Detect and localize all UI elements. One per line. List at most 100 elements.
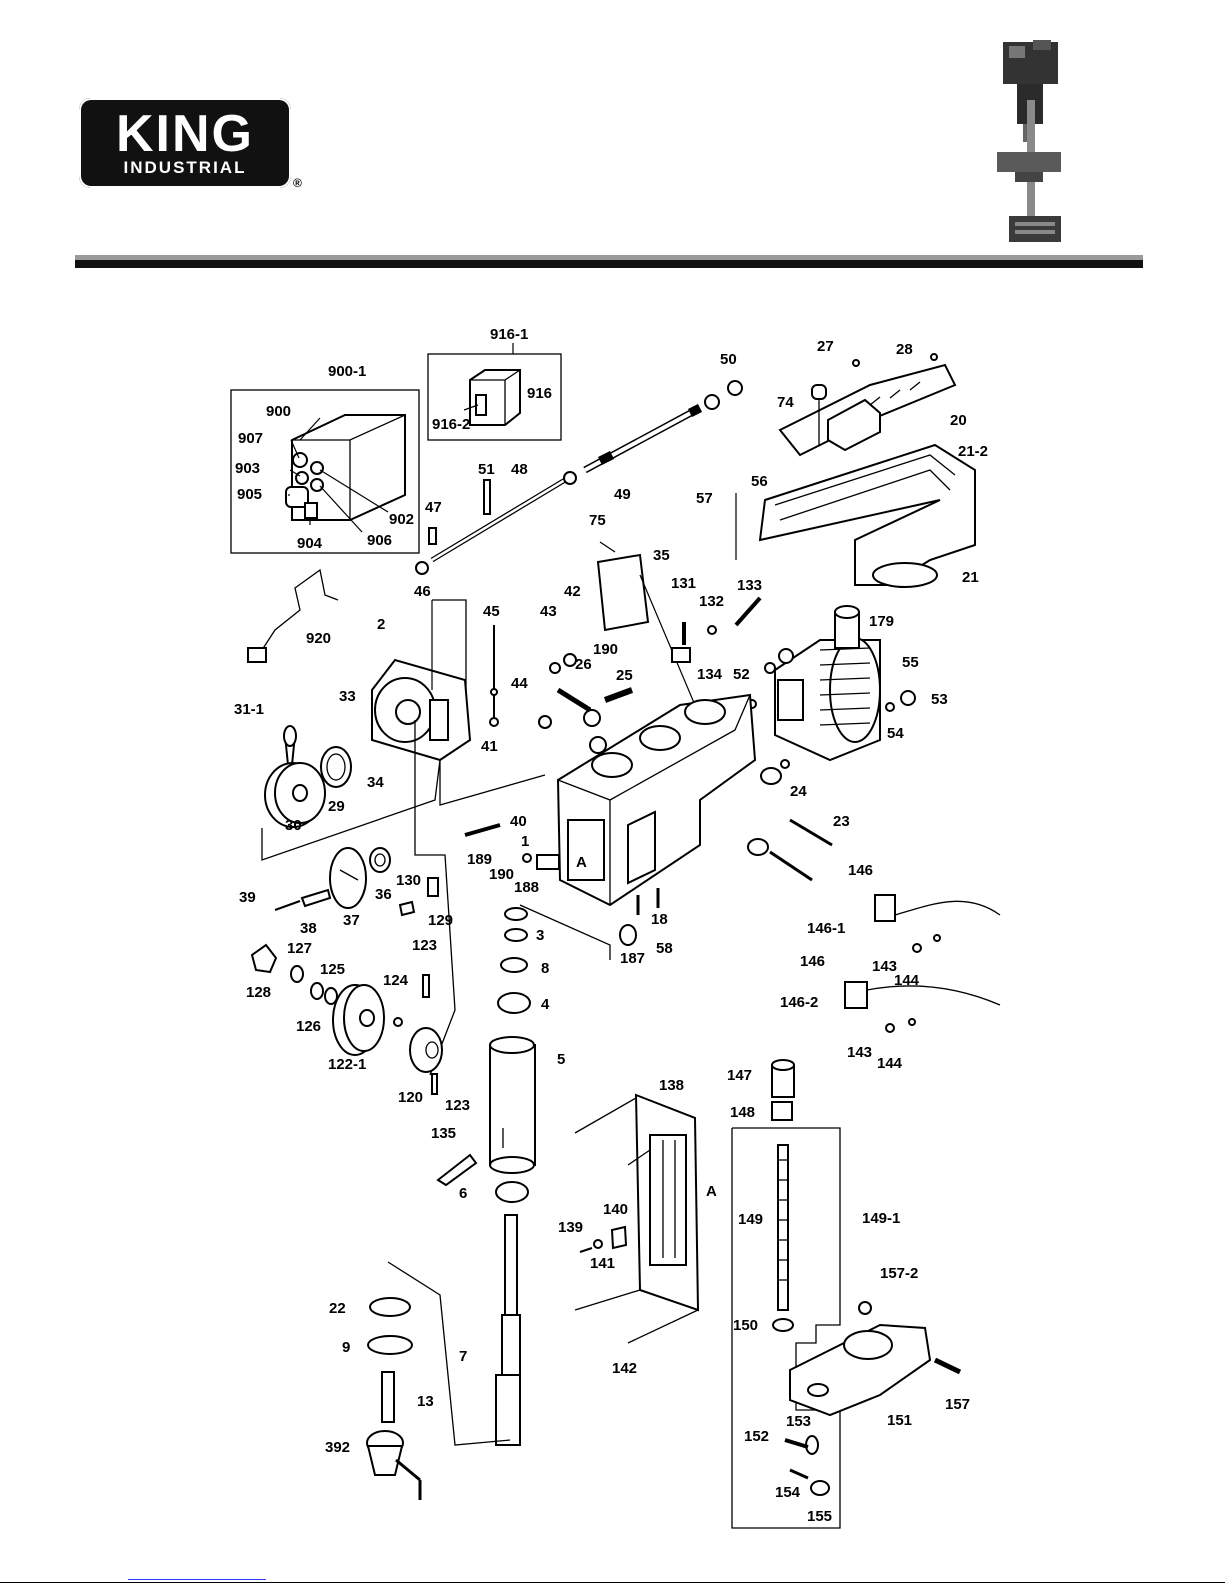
callout-133: 133: [737, 577, 762, 594]
callout-907: 907: [238, 430, 263, 447]
callout-122-1: 122-1: [328, 1056, 366, 1073]
switch-box-900: [285, 414, 406, 521]
callout-37: 37: [343, 912, 360, 929]
callout-146-upper: 146: [848, 862, 873, 879]
callout-48: 48: [511, 461, 528, 478]
callout-23: 23: [833, 813, 850, 830]
callout-a-scale: A: [706, 1183, 717, 1200]
callout-43: 43: [540, 603, 557, 620]
main-body-casting-1: [556, 693, 757, 907]
callout-143-upper: 143: [872, 958, 897, 975]
callout-a-body: A: [576, 854, 587, 871]
spindle-shaft-49: [583, 403, 703, 474]
quill-5: [489, 1036, 536, 1174]
motor-55: [774, 605, 881, 762]
elevation-inset-frame: [731, 1127, 841, 1529]
callout-3: 3: [536, 927, 544, 944]
king-industrial-logo: KING INDUSTRIAL: [79, 98, 291, 188]
callout-44: 44: [511, 675, 528, 692]
callout-29: 29: [328, 798, 345, 815]
callout-124: 124: [383, 972, 409, 989]
callout-139: 139: [558, 1219, 583, 1236]
rod-48: [430, 471, 577, 563]
callout-392: 392: [325, 1439, 350, 1456]
callout-126: 126: [296, 1018, 321, 1035]
callout-58: 58: [656, 940, 673, 957]
callout-190-upper: 190: [593, 641, 618, 658]
callout-188: 188: [514, 879, 539, 896]
callout-147: 147: [727, 1067, 752, 1084]
callout-903: 903: [235, 460, 260, 477]
callout-39: 39: [239, 889, 256, 906]
callout-46: 46: [414, 583, 431, 600]
callout-905: 905: [237, 486, 262, 503]
callout-9: 9: [342, 1339, 350, 1356]
depth-scale-138: [634, 1093, 700, 1312]
callout-74: 74: [777, 394, 794, 411]
callout-25: 25: [616, 667, 633, 684]
belt-guard-21: [758, 443, 976, 588]
callout-149: 149: [738, 1211, 763, 1228]
callout-51: 51: [478, 461, 495, 478]
callout-120: 120: [398, 1089, 423, 1106]
callout-52: 52: [733, 666, 750, 683]
callout-35: 35: [653, 547, 670, 564]
callout-157-2: 157-2: [880, 1265, 918, 1282]
callout-138: 138: [659, 1077, 684, 1094]
switch-916-inset-frame: [427, 353, 562, 441]
head-casting-2: [371, 658, 472, 762]
callout-30: 30: [285, 817, 302, 834]
callout-151: 151: [887, 1412, 912, 1429]
callout-141: 141: [590, 1255, 615, 1272]
belt-guard-top-20: [778, 363, 957, 457]
callout-189: 189: [467, 851, 492, 868]
callout-1: 1: [521, 833, 529, 850]
callout-75: 75: [589, 512, 606, 529]
footer-link-underline[interactable]: [128, 1579, 266, 1580]
callout-179: 179: [869, 613, 894, 630]
callout-142: 142: [612, 1360, 637, 1377]
registered-mark: ®: [293, 176, 302, 190]
callout-31-1: 31-1: [234, 701, 264, 718]
limit-switch-146-1: [874, 894, 1001, 922]
callout-900-1: 900-1: [328, 363, 366, 380]
callout-146-lower: 146: [800, 953, 825, 970]
logo-brand-text: KING: [116, 105, 254, 163]
callout-55: 55: [902, 654, 919, 671]
switch-box-inset-frame: [230, 389, 420, 554]
callout-157: 157: [945, 1396, 970, 1413]
hub-122-1: [332, 984, 385, 1056]
callout-49: 49: [614, 486, 631, 503]
callout-38: 38: [300, 920, 317, 937]
callout-916-2: 916-2: [432, 416, 470, 433]
callout-6: 6: [459, 1185, 467, 1202]
callout-132: 132: [699, 593, 724, 610]
table-bracket-151: [789, 1323, 932, 1417]
callout-45: 45: [483, 603, 500, 620]
callout-54: 54: [887, 725, 904, 742]
switch-916: [469, 369, 521, 426]
callout-916: 916: [527, 385, 552, 402]
callout-906: 906: [367, 532, 392, 549]
callout-154: 154: [775, 1484, 801, 1501]
callout-125: 125: [320, 961, 345, 978]
callout-57: 57: [696, 490, 713, 507]
callout-920: 920: [306, 630, 331, 647]
drill-chuck-392: [366, 1430, 422, 1500]
callout-149-1: 149-1: [862, 1210, 900, 1227]
callout-22: 22: [329, 1300, 346, 1317]
callout-146-1: 146-1: [807, 920, 845, 937]
footer-rule: [0, 1582, 1225, 1583]
callout-155: 155: [807, 1508, 832, 1525]
callout-143-lower: 143: [847, 1044, 872, 1061]
callout-24: 24: [790, 783, 807, 800]
pulley-30: [264, 762, 326, 828]
callout-8: 8: [541, 960, 549, 977]
spindle-7: [495, 1214, 521, 1446]
callout-140: 140: [603, 1201, 628, 1218]
callout-135: 135: [431, 1125, 456, 1142]
callout-20: 20: [950, 412, 967, 429]
callout-123-lower: 123: [445, 1097, 470, 1114]
callout-18: 18: [651, 911, 668, 928]
callout-42: 42: [564, 583, 581, 600]
